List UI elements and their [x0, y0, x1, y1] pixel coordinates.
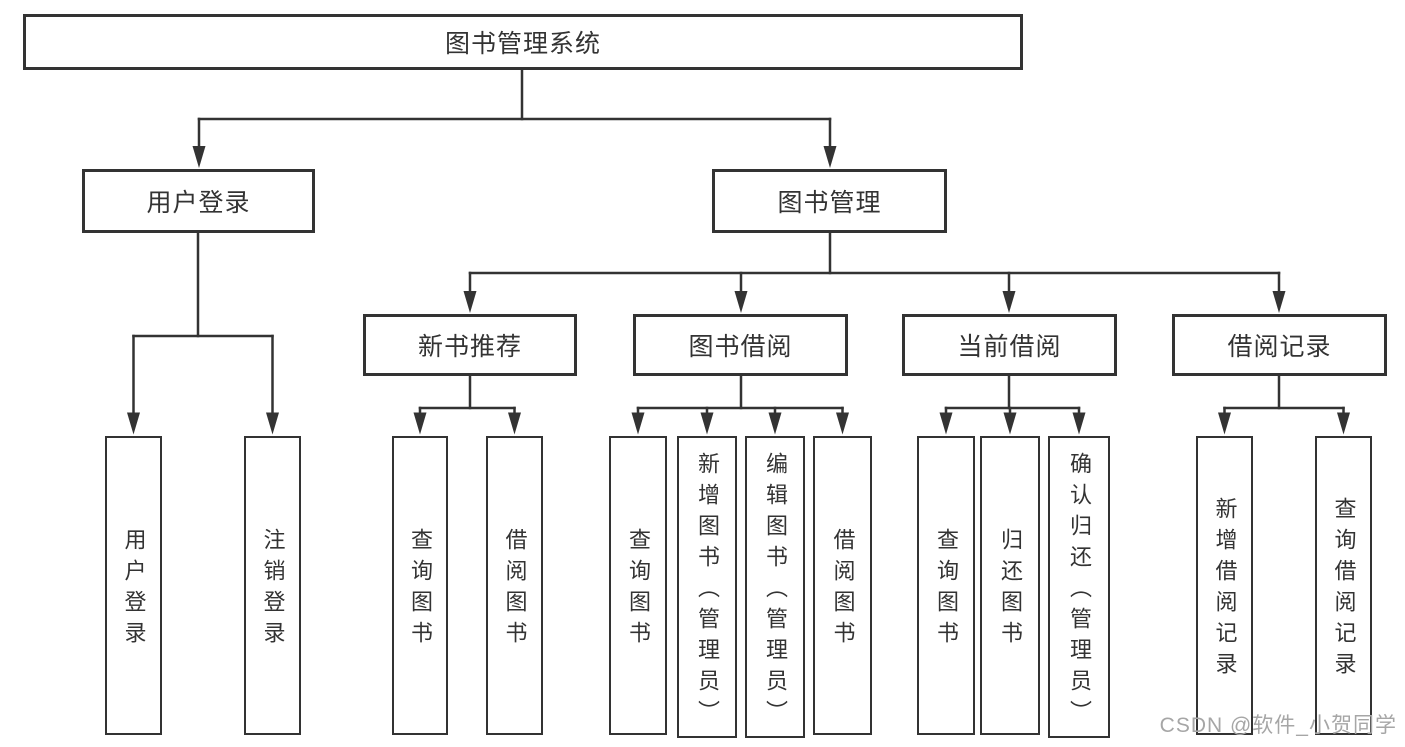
- leaf-edit-books-admin: 编辑图书（管理员）: [745, 436, 805, 738]
- leaf-label: 注销登录: [260, 527, 286, 652]
- node-root-system: 图书管理系统: [23, 14, 1023, 70]
- node-user-login: 用户登录: [82, 169, 315, 233]
- leaf-borrow-books-borrowing: 借阅图书: [813, 436, 872, 735]
- leaf-return-books: 归还图书: [980, 436, 1040, 735]
- node-label: 图书借阅: [688, 333, 793, 361]
- node-current-borrowing: 当前借阅: [902, 314, 1117, 376]
- leaf-add-books-admin: 新增图书（管理员）: [677, 436, 737, 738]
- node-book-borrowing: 图书借阅: [633, 314, 848, 376]
- leaf-query-books-borrowing: 查询图书: [609, 436, 667, 735]
- leaf-label: 用户登录: [121, 527, 147, 652]
- leaf-borrow-books-recommend: 借阅图书: [486, 436, 543, 735]
- leaf-query-borrow-record: 查询借阅记录: [1315, 436, 1372, 735]
- leaf-label: 新增借阅记录: [1212, 496, 1238, 683]
- leaf-label: 新增图书（管理员）: [695, 451, 720, 731]
- leaf-label: 借阅图书: [830, 527, 856, 652]
- node-label: 借阅记录: [1227, 333, 1332, 361]
- node-label: 图书管理系统: [444, 30, 601, 58]
- node-label: 用户登录: [146, 189, 251, 217]
- leaf-query-books-recommend: 查询图书: [392, 436, 448, 735]
- leaf-user-login: 用户登录: [105, 436, 162, 735]
- leaf-label: 查询图书: [408, 527, 433, 652]
- watermark: CSDN @软件_小贺同学: [1159, 714, 1397, 737]
- leaf-add-borrow-record: 新增借阅记录: [1196, 436, 1253, 735]
- node-label: 新书推荐: [417, 333, 522, 361]
- leaf-label: 编辑图书（管理员）: [763, 451, 788, 731]
- node-label: 图书管理: [777, 189, 882, 217]
- node-new-book-recommend: 新书推荐: [363, 314, 577, 376]
- leaf-label: 查询借阅记录: [1331, 496, 1357, 683]
- leaf-label: 确认归还（管理员）: [1067, 451, 1092, 731]
- leaf-label: 查询图书: [626, 527, 651, 652]
- leaf-confirm-return-admin: 确认归还（管理员）: [1048, 436, 1110, 738]
- leaf-query-books-current: 查询图书: [917, 436, 975, 735]
- leaf-label: 归还图书: [998, 527, 1023, 652]
- leaf-label: 查询图书: [934, 527, 959, 652]
- node-borrow-records: 借阅记录: [1172, 314, 1387, 376]
- node-book-management: 图书管理: [712, 169, 947, 233]
- node-label: 当前借阅: [957, 333, 1062, 361]
- leaf-logout: 注销登录: [244, 436, 301, 735]
- leaf-label: 借阅图书: [502, 527, 528, 652]
